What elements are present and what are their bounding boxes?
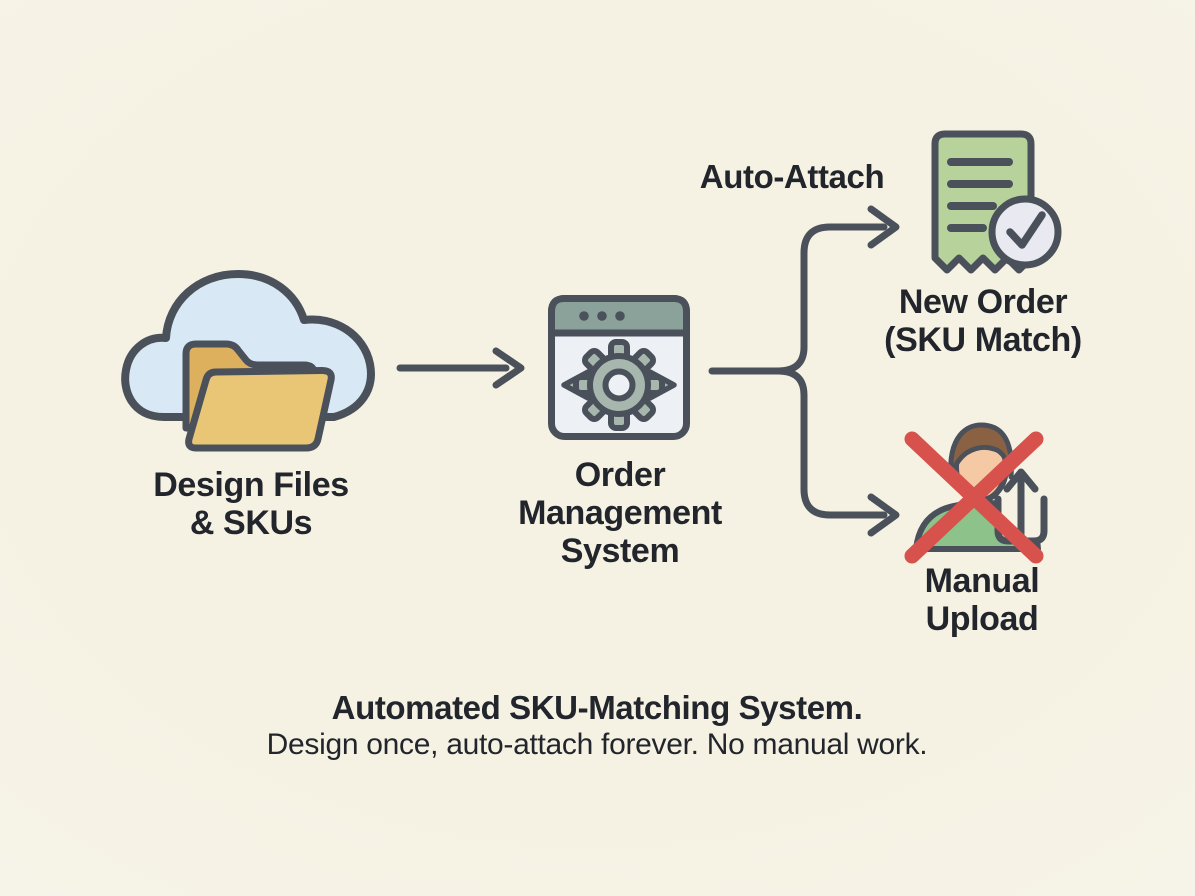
cloud-folder-icon: [121, 270, 375, 452]
browser-gear-icon: [548, 295, 690, 440]
receipt-check-icon: [931, 130, 1062, 274]
arrow-oms-branch: [708, 205, 900, 537]
label-design-files: Design Files & SKUs: [153, 466, 349, 542]
person-upload-crossed-icon: [904, 422, 1048, 564]
check-circle-icon: [988, 195, 1062, 269]
label-manual-upload: Manual Upload: [924, 562, 1040, 638]
label-auto-attach: Auto-Attach: [699, 158, 885, 195]
arrow-design-to-oms: [396, 347, 525, 389]
window-dot: [615, 311, 625, 321]
window-dot: [579, 311, 589, 321]
receipt-text-lines: [947, 158, 1013, 232]
caption-subtitle: Design once, auto-attach forever. No man…: [266, 728, 928, 761]
label-new-order: New Order (SKU Match): [884, 283, 1082, 359]
gear-sync-icon: [561, 339, 677, 431]
window-dot: [597, 311, 607, 321]
red-cross-icon: [904, 431, 1044, 564]
label-order-management-system: Order Management System: [518, 456, 722, 570]
caption-title: Automated SKU-Matching System.: [331, 689, 863, 726]
